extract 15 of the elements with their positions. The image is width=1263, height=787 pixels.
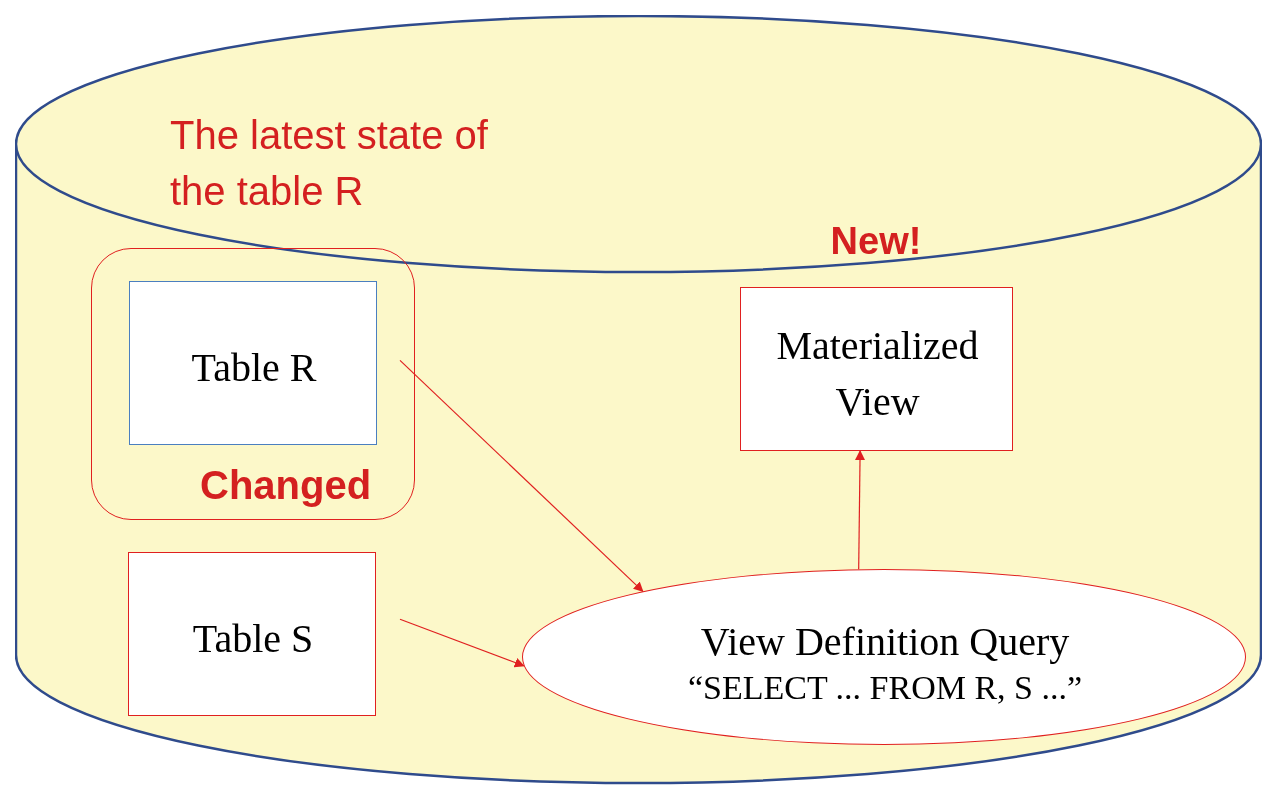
new-label: New!: [829, 220, 923, 263]
query-title: View Definition Query: [699, 618, 1071, 666]
table-name: Table S: [191, 615, 315, 663]
arrow: [855, 450, 865, 570]
query-text: “SELECT ... FROM R, S ...”: [686, 668, 1084, 708]
table-name: Table R: [190, 344, 318, 392]
table-box: [129, 281, 377, 445]
view-name: Materialized View: [775, 322, 980, 426]
group-outline: [91, 248, 415, 520]
arrow: [399, 359, 644, 593]
arrow: [399, 618, 525, 668]
status-label: Changed: [200, 462, 373, 509]
cylinder-label: The latest state of the table R: [170, 112, 489, 215]
table-box: [128, 552, 376, 716]
database-cylinder: [15, 15, 1262, 787]
